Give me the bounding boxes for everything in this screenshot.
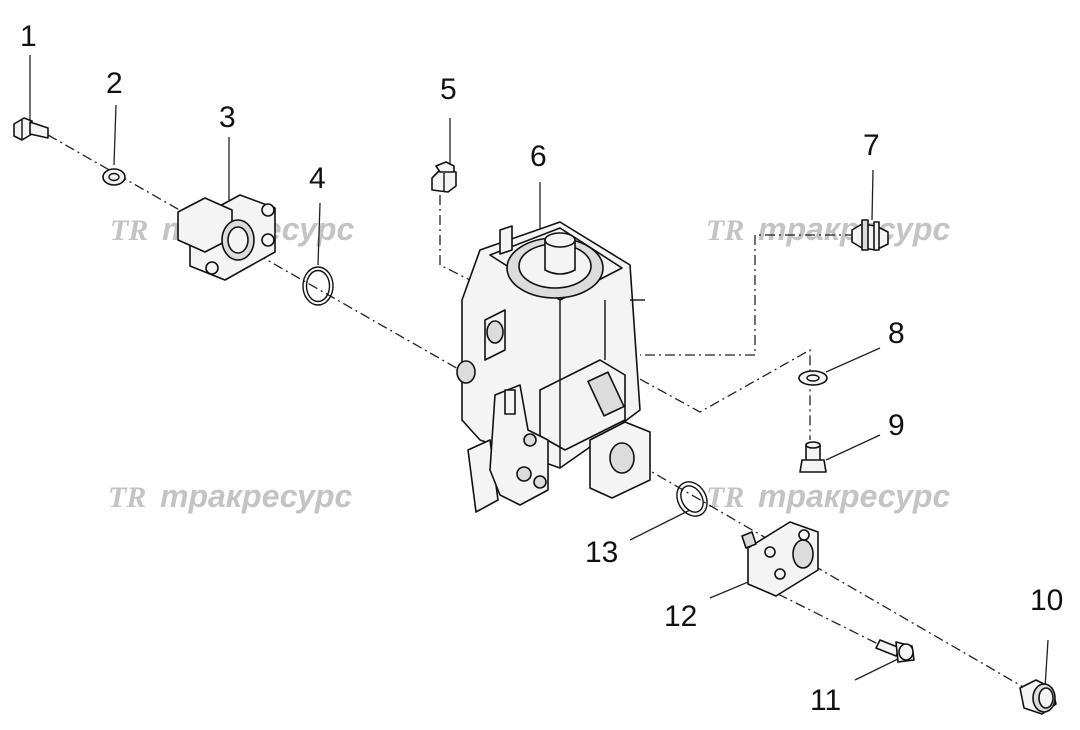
callout-6: 6 (530, 140, 547, 173)
callout-8: 8 (888, 317, 905, 350)
callout-9: 9 (888, 409, 905, 442)
part-3-flange (177, 194, 276, 281)
watermark-bottom-left: TR тракресурс (108, 478, 352, 514)
part-8-washer (798, 370, 828, 386)
part-7-sensor (851, 219, 889, 251)
callout-10: 10 (1030, 584, 1063, 617)
part-6-hydraulic-pump (456, 221, 651, 513)
callout-7: 7 (863, 129, 880, 162)
watermark-bottom-right: TR тракресурс (706, 478, 950, 514)
part-1-bolt (13, 117, 49, 141)
svg-text:TR: TR (706, 214, 744, 247)
callout-4: 4 (309, 162, 326, 195)
callout-11: 11 (810, 684, 841, 717)
callout-labels: 1 2 3 4 5 6 7 8 9 10 11 12 13 (20, 20, 1063, 717)
svg-text:тракресурс: тракресурс (160, 478, 352, 514)
callout-12: 12 (664, 600, 697, 633)
svg-text:тракресурс: тракресурс (758, 478, 950, 514)
callout-2: 2 (106, 67, 123, 100)
part-12-flange (741, 521, 819, 597)
part-4-o-ring (302, 266, 334, 306)
callout-5: 5 (440, 73, 457, 106)
part-10-plug (1019, 679, 1057, 715)
svg-text:TR: TR (706, 481, 744, 514)
watermark-top-right: TR тракресурс (706, 211, 950, 247)
callout-3: 3 (219, 101, 236, 134)
callout-13: 13 (585, 536, 618, 569)
svg-text:TR: TR (110, 214, 148, 247)
callout-1: 1 (20, 20, 37, 53)
part-5-fitting (431, 161, 457, 193)
part-13-o-ring (676, 481, 708, 517)
part-11-bolt (875, 639, 915, 663)
part-2-washer (102, 168, 126, 186)
part-9-bolt (799, 441, 827, 473)
svg-text:TR: TR (108, 481, 146, 514)
